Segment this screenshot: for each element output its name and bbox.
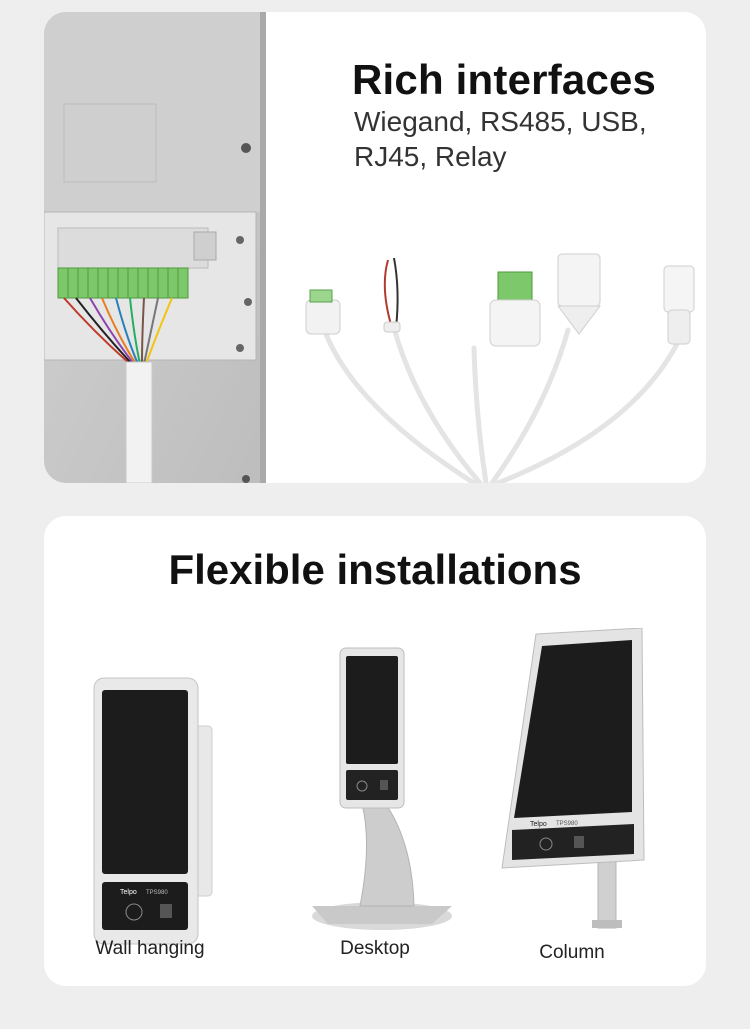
wall-hanging-device-image: Telpo TPS980 <box>93 677 213 945</box>
desktop-device-image <box>312 647 452 930</box>
interfaces-card: Rich interfaces Wiegand, RS485, USB, RJ4… <box>44 12 706 483</box>
column-device-image: Telpo TPS980 <box>501 628 645 929</box>
installations-title: Flexible installations <box>168 546 582 593</box>
svg-text:Telpo: Telpo <box>120 889 137 896</box>
interfaces-subtitle-line2: RJ45, Relay <box>354 141 507 172</box>
wiring-panel-photo <box>44 12 266 483</box>
connector-2pin <box>305 289 341 335</box>
option-label-column: Column <box>539 942 605 963</box>
option-label-wall-hanging: Wall hanging <box>95 938 205 959</box>
svg-text:Telpo: Telpo <box>530 821 547 828</box>
connector-usb <box>663 265 695 345</box>
option-label-desktop: Desktop <box>340 938 410 959</box>
connector-rj45 <box>557 253 601 335</box>
svg-text:TPS980: TPS980 <box>146 890 168 896</box>
connector-terminal-block <box>489 271 541 347</box>
interfaces-title: Rich interfaces <box>352 56 657 103</box>
installations-card: Flexible installations Telpo TPS980 Telp… <box>44 516 706 986</box>
svg-text:TPS980: TPS980 <box>556 821 578 827</box>
interfaces-subtitle-line1: Wiegand, RS485, USB, <box>354 106 647 137</box>
connector-bare-wires <box>383 257 401 333</box>
interfaces-subtitle: Wiegand, RS485, USB, RJ45, Relay <box>354 104 684 174</box>
cable-harness-illustration <box>305 253 695 483</box>
